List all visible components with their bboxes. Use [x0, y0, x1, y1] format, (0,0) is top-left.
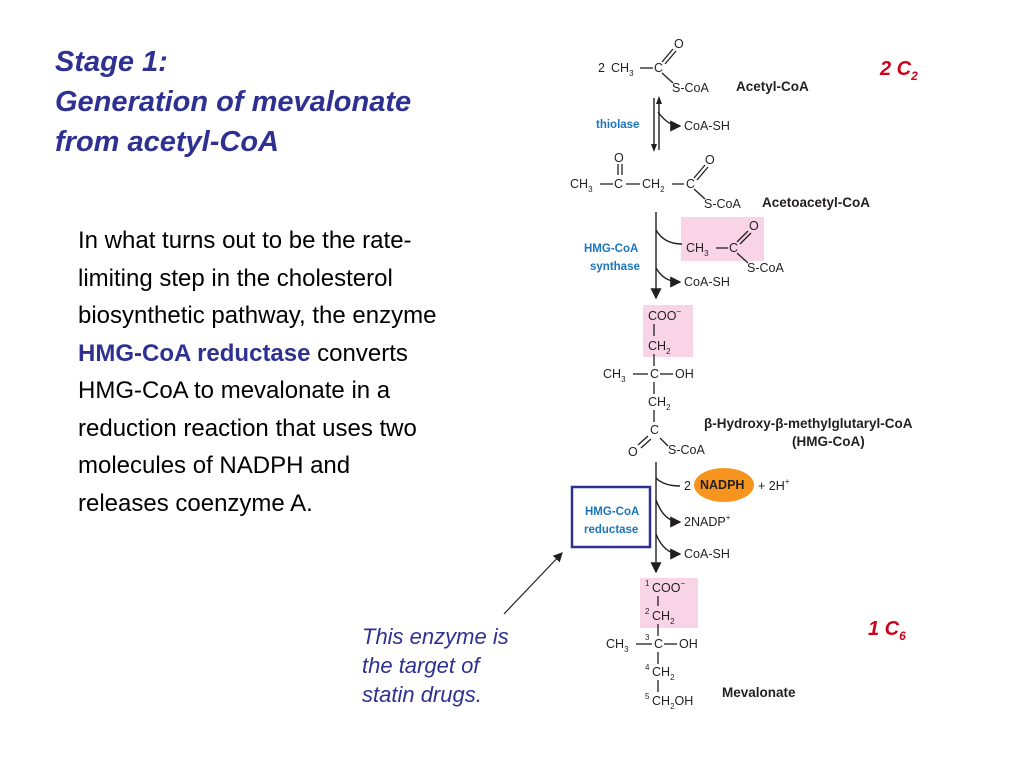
statin-note-line-3: statin drugs.: [362, 682, 482, 707]
synthase-acetyl-ch3: CH3: [686, 241, 709, 258]
hmg-coa-reductase-step: HMG-CoA reductase 2 NADPH + 2H+ 2NADP+ C…: [570, 462, 790, 574]
thiolase-label: thiolase: [596, 119, 639, 131]
nadp-output: 2NADP+: [684, 513, 731, 529]
acetyl-coa-name: Acetyl-CoA: [736, 79, 809, 94]
mevalonate-oh: OH: [679, 637, 698, 651]
hmg-coa-synthase-step: HMG-CoA synthase CH3 C O S-CoA CoA-SH: [584, 212, 784, 300]
hmg-c: C: [650, 367, 659, 381]
statin-note-line-2: the target of: [362, 653, 480, 678]
explanation-paragraph: In what turns out to be the rate-limitin…: [78, 222, 438, 522]
acetoacetyl-ch3: CH3: [570, 177, 593, 194]
thiolase-step: thiolase CoA-SH: [596, 96, 730, 152]
acetoacetyl-scoa: S-CoA: [704, 197, 741, 211]
acetyl-coefficient: 2: [598, 61, 605, 75]
carbon-count-top: 2 C2: [880, 58, 918, 83]
acetyl-coa-structure: 2 CH3 C O S-CoA Acetyl-CoA: [598, 37, 809, 95]
statin-note-line-1: This enzyme is: [362, 624, 509, 649]
reductase-coa-sh: CoA-SH: [684, 547, 730, 561]
synthase-acetyl-scoa: S-CoA: [747, 261, 784, 275]
nadph-oval: [694, 468, 754, 502]
slide-title: Stage 1: Generation of mevalonate from a…: [55, 42, 411, 162]
acetoacetyl-o1: O: [614, 151, 624, 165]
acetoacetyl-c1: C: [614, 177, 623, 191]
acetyl-coa-input-highlight: [681, 217, 764, 261]
mevalonate-highlight: [640, 578, 698, 628]
hmg-coa-reductase-label-2: reductase: [584, 524, 638, 536]
hmg-c2: C: [650, 423, 659, 437]
hmg-scoa: S-CoA: [668, 443, 705, 457]
hmg-coa-synthase-label-1: HMG-CoA: [584, 243, 638, 255]
hmg-ch2-a: CH2: [648, 339, 671, 356]
acetyl-carbonyl-c: C: [654, 61, 663, 75]
hmg-ch3: CH3: [603, 367, 626, 384]
title-line-3: from acetyl-CoA: [55, 126, 279, 158]
acetyl-ch3: CH3: [611, 61, 634, 78]
synthase-coa-sh: CoA-SH: [684, 275, 730, 289]
mevalonate-c2: CH2: [652, 609, 675, 626]
title-line-2: Generation of mevalonate: [55, 86, 412, 118]
acetoacetyl-ch2: CH2: [642, 177, 665, 194]
hmg-coa-carboxyl-highlight: [643, 305, 693, 357]
mevalonate-c4: CH2: [652, 665, 675, 682]
hmg-ch2-b: CH2: [648, 395, 671, 412]
acetyl-oxygen: O: [674, 37, 684, 51]
synthase-acetyl-o: O: [749, 219, 759, 233]
acetyl-scoa: S-CoA: [672, 81, 709, 95]
explanation-text-1: In what turns out to be the rate-limitin…: [78, 227, 437, 329]
hmg-coa-reductase-label-1: HMG-CoA: [585, 506, 639, 518]
mevalonate-num-1: 1: [645, 579, 650, 588]
enzyme-highlight: HMG-CoA reductase: [78, 339, 311, 367]
mevalonate-c3: C: [654, 637, 663, 651]
acetoacetyl-coa-name: Acetoacetyl-CoA: [762, 195, 870, 210]
statin-pointer-arrow: [503, 552, 563, 615]
hmg-o: O: [628, 445, 638, 459]
nadph-coefficient: 2: [684, 479, 691, 493]
mevalonate-c5: CH2OH: [652, 694, 693, 711]
statin-note: This enzyme is the target of statin drug…: [362, 622, 552, 709]
synthase-acetyl-c: C: [729, 241, 738, 255]
nadph-label: NADPH: [700, 478, 744, 492]
mevalonate-ch3: CH3: [606, 637, 629, 654]
thiolase-coa-sh: CoA-SH: [684, 119, 730, 133]
title-line-1: Stage 1:: [55, 46, 168, 78]
hmg-oh: OH: [675, 367, 694, 381]
explanation-text-2: converts HMG-CoA to mevalonate in a redu…: [78, 339, 417, 517]
hmg-coa-structure: COO− CH2 CH3 C OH CH2 C O S-CoA β-Hydrox…: [603, 305, 913, 459]
acetoacetyl-coa-structure: CH3 C O CH2 C O S-CoA Acetoacetyl-CoA: [570, 151, 870, 211]
acetoacetyl-o2: O: [705, 153, 715, 167]
hmg-coa-synthase-label-2: synthase: [590, 261, 640, 273]
mevalonate-num-5: 5: [645, 692, 650, 701]
plus-2h: + 2H+: [758, 477, 790, 493]
hmg-coa-name-line-2: (HMG-CoA): [792, 434, 865, 449]
mevalonate-num-2: 2: [645, 607, 650, 616]
mevalonate-structure: 1 COO− 2 CH2 CH3 3 C OH 4 CH2 5 CH2OH Me…: [606, 578, 796, 711]
hmg-coo: COO−: [648, 307, 681, 323]
hmg-coa-name-line-1: β-Hydroxy-β-methylglutaryl-CoA: [704, 416, 913, 431]
mevalonate-num-3: 3: [645, 633, 650, 642]
mevalonate-num-4: 4: [645, 663, 650, 672]
acetoacetyl-c2: C: [686, 177, 695, 191]
hmg-coa-reductase-box: [570, 485, 652, 549]
mevalonate-c1: COO−: [652, 579, 685, 595]
carbon-count-bottom: 1 C6: [868, 618, 906, 643]
mevalonate-name: Mevalonate: [722, 685, 796, 700]
